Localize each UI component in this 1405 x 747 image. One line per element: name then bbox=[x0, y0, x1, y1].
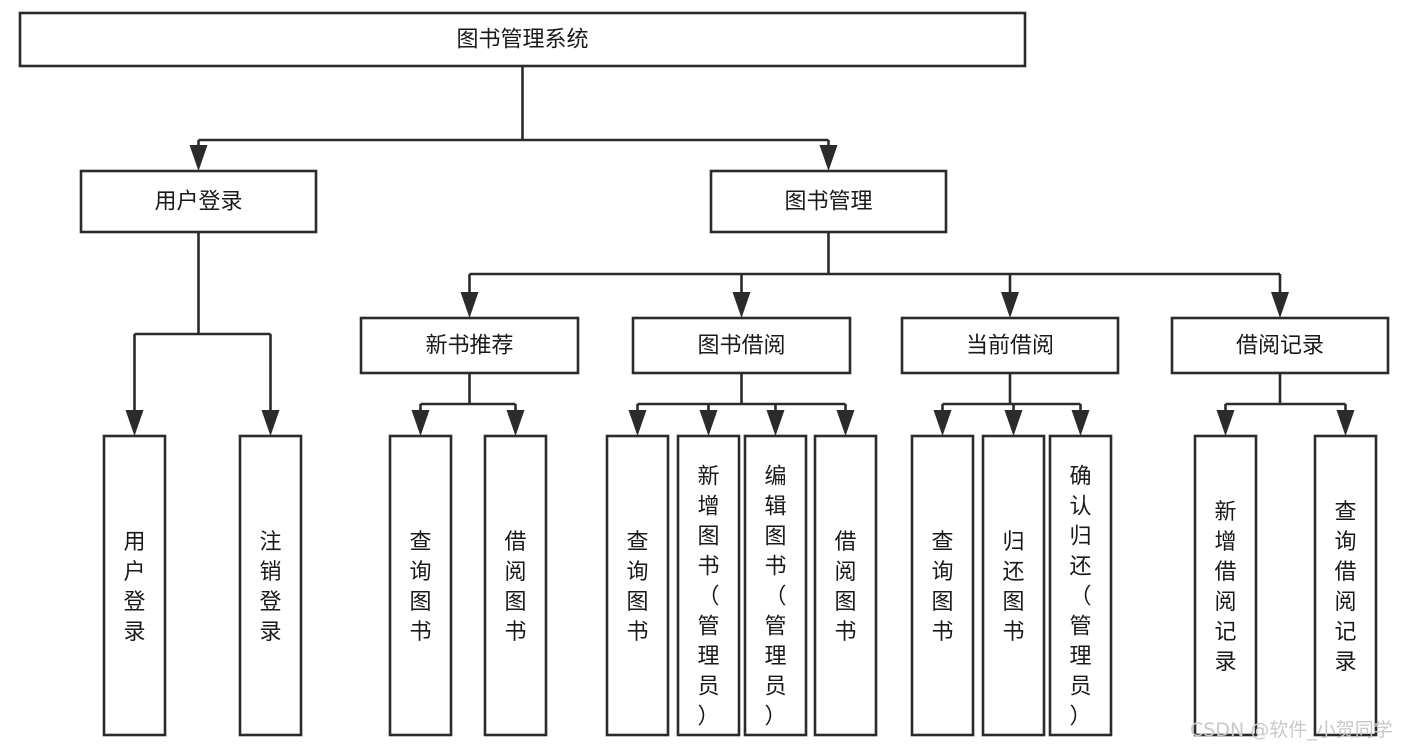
arrow-down-icon bbox=[506, 410, 525, 436]
node-new-book-recommend[interactable]: 新书推荐 bbox=[359, 316, 580, 375]
node-label-user-login: 用户登录 bbox=[154, 190, 242, 215]
node-label-leaf-query-book-1: 查询图书 bbox=[409, 530, 431, 645]
node-label-root: 图书管理系统 bbox=[456, 28, 588, 53]
arrow-down-icon bbox=[732, 292, 751, 318]
node-box-leaf-query-book-2[interactable] bbox=[605, 434, 670, 737]
node-leaf-user-logout[interactable]: 注销登录 bbox=[238, 434, 303, 737]
connector-group-book-manage bbox=[460, 232, 1289, 318]
node-label-leaf-query-book-2: 查询图书 bbox=[626, 530, 648, 645]
arrow-down-icon bbox=[1336, 410, 1355, 436]
node-label-leaf-borrow-book-1: 借阅图书 bbox=[504, 530, 526, 645]
node-user-login[interactable]: 用户登录 bbox=[79, 169, 318, 234]
node-box-leaf-query-book-3[interactable] bbox=[910, 434, 975, 737]
arrow-down-icon bbox=[628, 410, 647, 436]
node-label-leaf-borrow-book-2: 借阅图书 bbox=[834, 530, 856, 645]
connector-group-user-login bbox=[125, 232, 280, 436]
node-label-book-manage: 图书管理 bbox=[784, 190, 872, 215]
node-box-book-manage[interactable] bbox=[709, 169, 948, 234]
node-box-leaf-confirm-return[interactable] bbox=[1048, 434, 1113, 737]
node-box-leaf-borrow-book-1[interactable] bbox=[483, 434, 548, 737]
arrow-down-icon bbox=[933, 410, 952, 436]
node-label-leaf-add-record: 新增借阅记录 bbox=[1214, 500, 1236, 675]
node-box-new-book-recommend[interactable] bbox=[359, 316, 580, 375]
node-box-leaf-user-logout[interactable] bbox=[238, 434, 303, 737]
arrow-down-icon bbox=[819, 145, 838, 171]
node-box-leaf-query-record[interactable] bbox=[1313, 434, 1378, 737]
nodes-layer: 图书管理系统用户登录图书管理新书推荐图书借阅当前借阅借阅记录用户登录注销登录查询… bbox=[18, 11, 1390, 737]
arrow-down-icon bbox=[836, 410, 855, 436]
node-leaf-borrow-book-2[interactable]: 借阅图书 bbox=[813, 434, 878, 737]
node-box-leaf-borrow-book-2[interactable] bbox=[813, 434, 878, 737]
connector-group-new-book-recommend bbox=[411, 373, 525, 436]
arrow-down-icon bbox=[125, 410, 144, 436]
node-label-book-borrow: 图书借阅 bbox=[697, 334, 785, 359]
node-leaf-return-book[interactable]: 归还图书 bbox=[981, 434, 1046, 737]
node-leaf-query-book-2[interactable]: 查询图书 bbox=[605, 434, 670, 737]
node-label-leaf-confirm-return: 确认归还（管理员） bbox=[1069, 464, 1091, 729]
arrow-down-icon bbox=[1271, 292, 1289, 318]
node-current-borrow[interactable]: 当前借阅 bbox=[900, 316, 1120, 375]
node-box-current-borrow[interactable] bbox=[900, 316, 1120, 375]
node-label-leaf-user-login: 用户登录 bbox=[123, 530, 145, 645]
node-leaf-query-book-3[interactable]: 查询图书 bbox=[910, 434, 975, 737]
node-book-borrow[interactable]: 图书借阅 bbox=[631, 316, 852, 375]
arrow-down-icon bbox=[1216, 410, 1235, 436]
arrow-down-icon bbox=[1071, 410, 1090, 436]
node-label-leaf-query-book-3: 查询图书 bbox=[931, 530, 953, 645]
node-label-leaf-return-book: 归还图书 bbox=[1002, 530, 1024, 645]
node-leaf-confirm-return[interactable]: 确认归还（管理员） bbox=[1048, 434, 1113, 737]
node-box-leaf-return-book[interactable] bbox=[981, 434, 1046, 737]
node-leaf-edit-book[interactable]: 编辑图书（管理员） bbox=[743, 434, 808, 737]
node-box-leaf-add-book[interactable] bbox=[676, 434, 741, 737]
node-label-new-book-recommend: 新书推荐 bbox=[425, 334, 513, 359]
node-leaf-query-record[interactable]: 查询借阅记录 bbox=[1313, 434, 1378, 737]
node-leaf-borrow-book-1[interactable]: 借阅图书 bbox=[483, 434, 548, 737]
connector-group-book-borrow bbox=[628, 373, 855, 436]
node-label-leaf-query-record: 查询借阅记录 bbox=[1334, 500, 1356, 675]
node-label-leaf-user-logout: 注销登录 bbox=[259, 530, 281, 645]
node-label-current-borrow: 当前借阅 bbox=[966, 334, 1054, 359]
arrow-down-icon bbox=[1001, 292, 1019, 318]
node-book-manage[interactable]: 图书管理 bbox=[709, 169, 948, 234]
arrow-down-icon bbox=[189, 145, 208, 171]
node-root[interactable]: 图书管理系统 bbox=[18, 11, 1027, 68]
node-box-borrow-record[interactable] bbox=[1170, 316, 1390, 375]
node-label-leaf-add-book: 新增图书（管理员） bbox=[697, 464, 719, 729]
node-leaf-add-record[interactable]: 新增借阅记录 bbox=[1193, 434, 1258, 737]
arrow-down-icon bbox=[411, 410, 430, 436]
node-box-leaf-add-record[interactable] bbox=[1193, 434, 1258, 737]
node-leaf-query-book-1[interactable]: 查询图书 bbox=[388, 434, 453, 737]
connector-group-current-borrow bbox=[933, 373, 1090, 436]
node-label-leaf-edit-book: 编辑图书（管理员） bbox=[764, 464, 786, 729]
arrow-down-icon bbox=[699, 410, 718, 436]
arrow-down-icon bbox=[460, 292, 479, 318]
node-box-leaf-edit-book[interactable] bbox=[743, 434, 808, 737]
node-box-user-login[interactable] bbox=[79, 169, 318, 234]
node-box-leaf-query-book-1[interactable] bbox=[388, 434, 453, 737]
node-label-borrow-record: 借阅记录 bbox=[1236, 334, 1324, 359]
node-leaf-user-login[interactable]: 用户登录 bbox=[102, 434, 167, 737]
arrow-down-icon bbox=[1004, 410, 1023, 436]
node-box-root[interactable] bbox=[18, 11, 1027, 68]
node-borrow-record[interactable]: 借阅记录 bbox=[1170, 316, 1390, 375]
arrow-down-icon bbox=[261, 410, 280, 436]
connectors-layer bbox=[125, 66, 1355, 436]
connector-group-borrow-record bbox=[1216, 373, 1355, 436]
connector-group-root bbox=[189, 66, 838, 171]
node-leaf-add-book[interactable]: 新增图书（管理员） bbox=[676, 434, 741, 737]
node-box-book-borrow[interactable] bbox=[631, 316, 852, 375]
arrow-down-icon bbox=[766, 410, 785, 436]
node-box-leaf-user-login[interactable] bbox=[102, 434, 167, 737]
